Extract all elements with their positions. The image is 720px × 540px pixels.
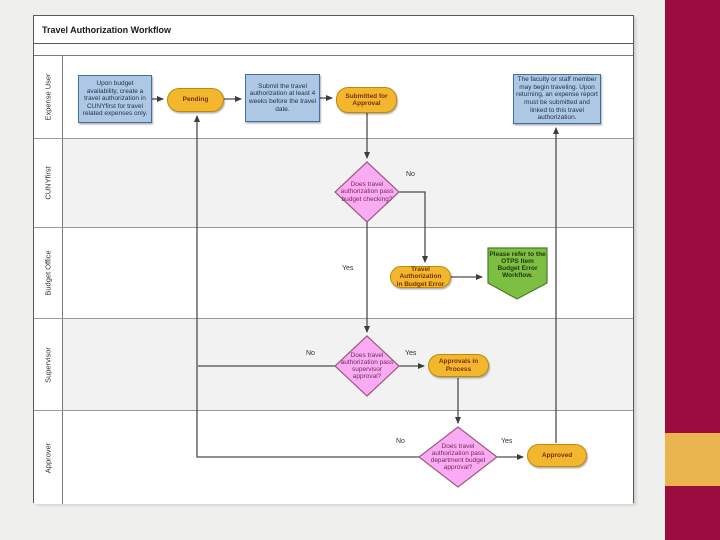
- process-submit-authorization: Submit the travel authorization at least…: [245, 74, 320, 122]
- lane-label-text: CUNYfirst: [43, 166, 53, 200]
- edge-label-dept-no: No: [396, 438, 405, 445]
- state-approvals-in-process: Approvals in Process: [428, 354, 489, 377]
- edge-label-dept-yes: Yes: [501, 438, 513, 445]
- phase-band: [34, 44, 633, 56]
- decision-supervisor-approval-text: Does travel authorization pass superviso…: [340, 351, 394, 381]
- edge-label-supervisor-no: No: [306, 350, 315, 357]
- state-pending: Pending: [167, 88, 224, 112]
- lane-label-supervisor: Supervisor: [34, 319, 63, 410]
- offpage-otps-workflow-text: Please refer to the OTPS Item Budget Err…: [489, 251, 546, 280]
- lane-label-text: Expense User: [43, 73, 53, 121]
- state-budget-error: Travel Authorization in Budget Error: [390, 266, 451, 288]
- diagram-title: Travel Authorization Workflow: [34, 16, 633, 44]
- edge-label-budget-yes: Yes: [342, 265, 354, 272]
- accent-square: [665, 433, 720, 486]
- lane-supervisor: Supervisor: [34, 319, 633, 411]
- lane-label-expense-user: Expense User: [34, 56, 63, 138]
- state-approved: Approved: [527, 444, 587, 467]
- process-create-authorization: Upon budget availability, create a trave…: [78, 75, 152, 123]
- lane-label-budget-office: Budget Office: [34, 228, 63, 318]
- lane-label-text: Approver: [43, 442, 53, 473]
- process-begin-traveling: The faculty or staff member may begin tr…: [513, 74, 601, 124]
- lane-label-text: Budget Office: [43, 250, 53, 296]
- decision-budget-check-text: Does travel authorization pass budget ch…: [340, 181, 394, 203]
- lane-cunyfirst: CUNYfirst: [34, 139, 633, 228]
- lane-label-approver: Approver: [34, 411, 63, 504]
- edge-label-supervisor-yes: Yes: [405, 350, 417, 357]
- lane-label-cunyfirst: CUNYfirst: [34, 139, 63, 227]
- edge-label-budget-no: No: [406, 171, 415, 178]
- lane-label-text: Supervisor: [43, 346, 53, 383]
- decision-department-budget-text: Does travel authorization pass departmen…: [430, 442, 486, 472]
- lane-content: [63, 228, 633, 318]
- state-submitted-for-approval: Submitted for Approval: [336, 87, 397, 113]
